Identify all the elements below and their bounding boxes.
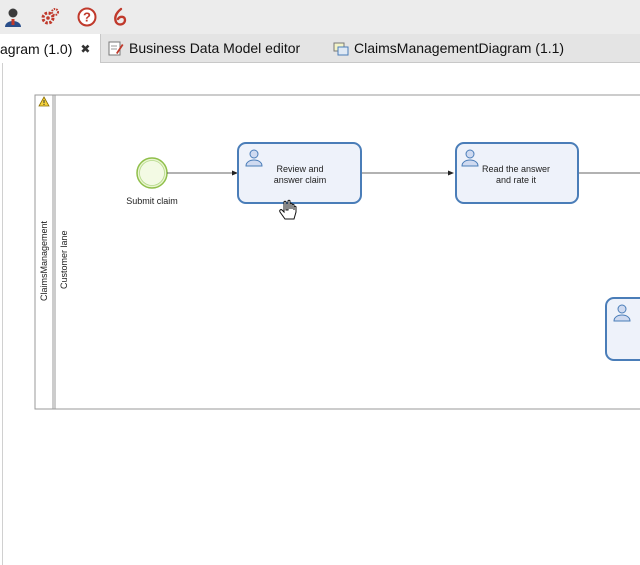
task-label-line2: and rate it [496,175,537,185]
close-icon[interactable]: ✖ [80,42,90,56]
task-label-line1: Review and [276,164,323,174]
document-edit-icon [108,40,124,56]
tab-business-data-model-editor[interactable]: Business Data Model editor [108,34,300,62]
user-icon[interactable] [0,4,26,30]
start-event-label: Submit claim [126,196,178,206]
bonita-logo-icon[interactable] [107,4,133,30]
diagram-icon [333,40,349,56]
svg-text:?: ? [83,10,91,25]
pool-name: ClaimsManagement [39,220,49,301]
tab-claims-diagram-1-1[interactable]: ClaimsManagementDiagram (1.1) [333,34,564,62]
bpmn-diagram: ClaimsManagement Customer lane Submit cl… [0,63,640,565]
task-read-the-answer-and-rate-it[interactable]: Read the answer and rate it [456,143,578,203]
start-event-submit-claim[interactable] [137,158,167,188]
tab-label: agram (1.0) [0,41,72,57]
diagram-canvas[interactable]: ClaimsManagement Customer lane Submit cl… [0,63,640,565]
settings-gear-icon[interactable] [37,4,63,30]
tab-label: ClaimsManagementDiagram (1.1) [354,40,564,56]
editor-tab-bar: agram (1.0) ✖ Business Data Model editor… [0,34,640,63]
task-review-and-answer-claim[interactable]: Review and answer claim [238,143,361,203]
tab-claims-diagram-1-0[interactable]: agram (1.0) ✖ [0,34,101,63]
toolbar: ? [0,0,640,35]
lane-name: Customer lane [59,230,69,289]
tab-label: Business Data Model editor [129,40,300,56]
task-label-line1: Read the answer [482,164,550,174]
task-partial[interactable] [606,298,640,360]
task-label-line2: answer claim [274,175,327,185]
help-icon[interactable]: ? [74,4,100,30]
